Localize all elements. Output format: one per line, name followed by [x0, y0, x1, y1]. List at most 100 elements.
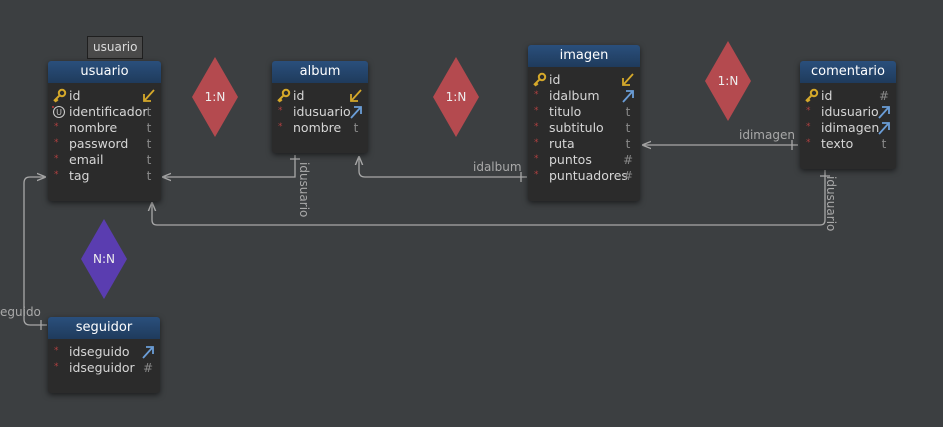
field-row-subtitulo[interactable]: * subtitulo t [528, 120, 640, 136]
field-row-idseguido[interactable]: *idseguido [48, 344, 160, 360]
entity-header: usuario [48, 61, 161, 83]
field-type: # [878, 89, 890, 103]
diamond-shape [705, 41, 751, 121]
field-name: idimagen [821, 120, 880, 135]
required-dot-icon: * [51, 136, 67, 152]
svg-text:*: * [54, 122, 59, 132]
connector-label-comentario-idusuario: idusuario [824, 176, 838, 232]
field-row-id[interactable]: id # [800, 88, 896, 104]
svg-text:*: * [54, 362, 59, 372]
field-name: idseguidor [69, 360, 135, 375]
field-type: t [881, 137, 887, 151]
field-name: puntos [549, 152, 592, 167]
required-dot-icon: * [51, 120, 67, 136]
fk-outbound-icon [349, 104, 363, 120]
entity-seguidor[interactable]: seguidor *idseguido*idseguidor# [48, 317, 160, 393]
field-row-idalbum[interactable]: *idalbum [528, 88, 640, 104]
svg-text:*: * [54, 346, 59, 356]
connector-label-album-idusuario: idusuario [297, 162, 311, 218]
relationship-diamond-4[interactable]: N:N [81, 219, 127, 299]
required-dot-icon: * [275, 120, 291, 136]
svg-text:*: * [806, 138, 811, 148]
svg-text:*: * [54, 154, 59, 164]
relationship-diamond-1[interactable]: 1:N [192, 57, 238, 137]
required-dot-icon: * [531, 88, 547, 104]
field-row-puntuadores[interactable]: *puntuadores# [528, 168, 640, 184]
required-dot-icon: * [531, 136, 547, 152]
fk-outbound-icon [877, 104, 891, 120]
field-type: t [146, 105, 152, 119]
field-type: t [625, 121, 631, 135]
connector-imagen-album [359, 157, 527, 178]
required-dot-icon: * [531, 152, 547, 168]
field-name: puntuadores [549, 168, 628, 183]
relationship-label: 1:N [445, 90, 467, 104]
key-icon [51, 88, 67, 104]
key-icon [531, 72, 547, 88]
diamond-shape [81, 219, 127, 299]
svg-text:*: * [806, 106, 811, 116]
required-dot-icon: * [531, 104, 547, 120]
required-dot-icon: * [51, 360, 67, 376]
field-name: titulo [549, 104, 582, 119]
svg-text:*: * [534, 138, 539, 148]
field-row-puntos[interactable]: * puntos # [528, 152, 640, 168]
field-type: t [353, 121, 359, 135]
required-dot-icon: * [275, 104, 291, 120]
required-dot-icon: * [803, 104, 819, 120]
relationship-label: N:N [93, 252, 115, 266]
field-name: nombre [293, 120, 342, 135]
field-name: subtitulo [549, 120, 604, 135]
svg-text:*: * [806, 122, 811, 132]
svg-text:*: * [278, 106, 283, 116]
field-type: # [622, 153, 634, 167]
field-row-id[interactable]: id [272, 88, 368, 104]
field-row-idusuario[interactable]: *idusuario [800, 104, 896, 120]
field-row-id[interactable]: id [528, 72, 640, 88]
field-row-idusuario[interactable]: * idusuario [272, 104, 368, 120]
key-icon [803, 88, 819, 104]
entity-header: seguidor [48, 317, 160, 339]
field-name: identificador [69, 104, 148, 119]
field-name: idusuario [293, 104, 351, 119]
relationship-diamond-3[interactable]: 1:N [705, 41, 751, 121]
field-name: id [549, 72, 561, 87]
unique-icon: U [51, 104, 67, 120]
svg-text:*: * [534, 170, 539, 180]
relationship-diamond-2[interactable]: 1:N [433, 57, 479, 137]
fk-inbound-icon [349, 88, 363, 104]
field-name: tag [69, 168, 90, 183]
connector-album-usuario [163, 155, 296, 177]
field-row-id[interactable]: id [48, 88, 161, 104]
svg-text:*: * [534, 122, 539, 132]
required-dot-icon: * [803, 136, 819, 152]
field-name: idalbum [549, 88, 600, 103]
field-name: id [821, 88, 833, 103]
key-icon [275, 88, 291, 104]
entity-tooltip: usuario [87, 36, 144, 59]
field-row-idseguidor[interactable]: *idseguidor# [48, 360, 160, 376]
required-dot-icon: * [531, 168, 547, 184]
svg-text:*: * [534, 154, 539, 164]
relationship-label: 1:N [204, 90, 226, 104]
connector-label-seguidor-idseguido: eguido [0, 305, 41, 319]
field-row-idimagen[interactable]: * idimagen [800, 120, 896, 136]
fk-outbound-icon [877, 120, 891, 136]
